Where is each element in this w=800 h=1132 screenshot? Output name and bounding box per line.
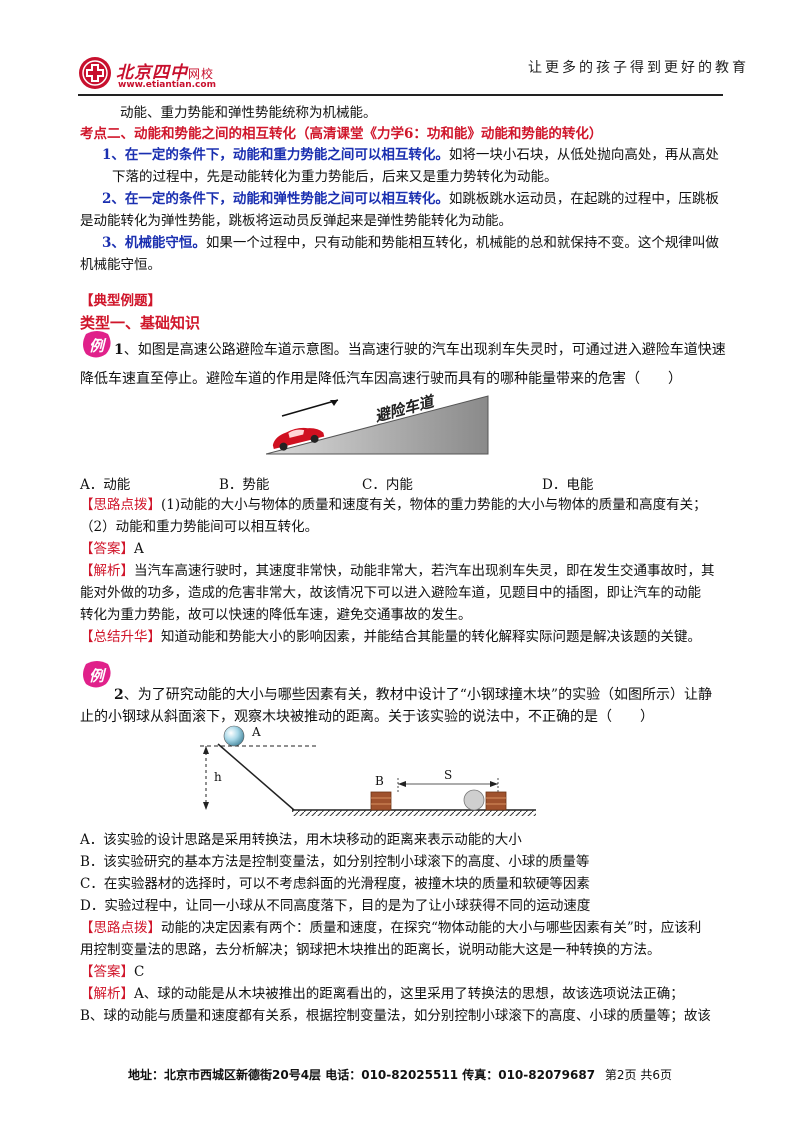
ex1-option-d: D．电能 bbox=[542, 477, 594, 493]
ex2-question-line2: 止的小钢球从斜面滚下，观察木块被推动的距离。关于该实验的说法中，不正确的是（ ） bbox=[80, 709, 654, 725]
ex1-hint-line1: 【思路点拨】(1)动能的大小与物体的质量和速度有关，物体的重力势能的大小与物体的… bbox=[80, 494, 725, 516]
ex1-question-line1: 1、如图是高速公路避险车道示意图。当高速行驶的汽车出现刹车失灵时，可通过进入避险… bbox=[114, 339, 759, 361]
kaodian2-p1-line2: 下落的过程中，先是动能转化为重力势能后，后来又是重力势转化为动能。 bbox=[112, 169, 558, 185]
kaodian2-p2-text: 如跳板跳水运动员，在起跳的过程中，压跳板 bbox=[448, 191, 719, 207]
ex2-answer-tag: 【答案】 bbox=[80, 964, 134, 980]
ex2-option-a: A．该实验的设计思路是采用转换法，用木块移动的距离来表示动能的大小 bbox=[80, 832, 522, 848]
ex1-analysis-text: 当汽车高速行驶时，其速度非常快，动能非常大，若汽车出现刹车失灵，即在发生交通事故… bbox=[134, 563, 715, 579]
kaodian2-p2-line1: 2、在一定的条件下，动能和弹性势能之间可以相互转化。如跳板跳水运动员，在起跳的过… bbox=[102, 188, 747, 210]
section-title: 【典型例题】 bbox=[80, 293, 161, 309]
ex1-q-text: 、如图是高速公路避险车道示意图。当高速行驶的汽车出现刹车失灵时，可通过进入避险车… bbox=[123, 342, 726, 358]
logo-emblem-icon bbox=[78, 56, 112, 90]
ex2-analysis-text: A、球的动能是从木块被推出的距离看出的，这里采用了转换法的思想，故该选项说法正确… bbox=[134, 986, 684, 1002]
footer-address: 地址：北京市西城区新德街20号4层 电话：010-82025511 传真：010… bbox=[128, 1068, 596, 1082]
logo-suffix-text: 网校 bbox=[188, 67, 215, 81]
ex1-hint-tag: 【思路点拨】 bbox=[80, 497, 161, 513]
ex2-hint-tag: 【思路点拨】 bbox=[80, 920, 161, 936]
ex2-fig-label-h: h bbox=[214, 770, 222, 784]
intro-line: 动能、重力势能和弹性势能统称为机械能。 bbox=[120, 105, 377, 121]
kaodian2-p3-head: 3、机械能守恒。 bbox=[102, 235, 206, 251]
example-badge-2: 例 bbox=[80, 660, 114, 690]
ex1-hint-text: (1)动能的大小与物体的质量和速度有关，物体的重力势能的大小与物体的质量和高度有… bbox=[161, 497, 707, 513]
kaodian2-p3-line1: 3、机械能守恒。如果一个过程中，只有动能和势能相互转化，机械能的总和就保持不变。… bbox=[102, 232, 747, 254]
badge-char: 例 bbox=[89, 337, 105, 355]
ex2-analysis-line1: 【解析】A、球的动能是从木块被推出的距离看出的，这里采用了转换法的思想，故该选项… bbox=[80, 983, 725, 1005]
example-badge-1: 例 bbox=[80, 330, 114, 360]
slogan: 让更多的孩子得到更好的教育 bbox=[528, 60, 749, 76]
ex1-option-c: C．内能 bbox=[362, 477, 413, 493]
ex2-option-c: C．在实验器材的选择时，可以不考虑斜面的光滑程度，被撞木块的质量和软硬等因素 bbox=[80, 876, 590, 892]
kaodian2-p1-text: 如将一块小石块，从低处抛向高处，再从高处 bbox=[448, 147, 719, 163]
kaodian2-p3-text: 如果一个过程中，只有动能和势能相互转化，机械能的总和就保持不变。这个规律叫做 bbox=[205, 235, 719, 251]
ex2-hint-text: 动能的决定因素有两个：质量和速度，在探究“物体动能的大小与哪些因素有关”时，应该… bbox=[161, 920, 702, 936]
ex2-q-text: 、为了研究动能的大小与哪些因素有关，教材中设计了“小钢球撞木块”的实验（如图所示… bbox=[123, 687, 713, 703]
ex1-option-a: A．动能 bbox=[80, 477, 131, 493]
kaodian2-p2-head: 2、在一定的条件下，动能和弹性势能之间可以相互转化。 bbox=[102, 191, 449, 207]
ex2-analysis-tag: 【解析】 bbox=[80, 986, 134, 1002]
ex1-answer-tag: 【答案】 bbox=[80, 541, 134, 557]
ex2-fig-label-s: S bbox=[444, 768, 453, 782]
badge-char-2: 例 bbox=[89, 667, 105, 685]
kaodian2-p1-line1: 1、在一定的条件下，动能和重力势能之间可以相互转化。如将一块小石块，从低处抛向高… bbox=[102, 144, 747, 166]
ex2-option-b: B．该实验研究的基本方法是控制变量法，如分别控制小球滚下的高度、小球的质量等 bbox=[80, 854, 590, 870]
ex2-question-line1: 2、为了研究动能的大小与哪些因素有关，教材中设计了“小钢球撞木块”的实验（如图所… bbox=[114, 684, 759, 706]
ex2-hint-line2: 用控制变量法的思路，去分析解决；钢球把木块推出的距离长，说明动能大这是一种转换的… bbox=[80, 942, 661, 958]
logo-brand-text: 北京四中 bbox=[116, 63, 188, 83]
ex1-figure-escape-ramp: 避险车道 bbox=[265, 393, 490, 458]
ex2-fig-label-b: B bbox=[375, 774, 384, 788]
ex1-analysis-line3: 转化为重力势能，故可以快速的降低车速，避免交通事故的发生。 bbox=[80, 607, 472, 623]
footer: 地址：北京市西城区新德街20号4层 电话：010-82025511 传真：010… bbox=[0, 1066, 800, 1083]
logo-brand: 北京四中网校 bbox=[116, 58, 214, 83]
ex1-option-b: B．势能 bbox=[219, 477, 270, 493]
ex1-num: 1 bbox=[114, 342, 124, 358]
ex1-summary-text: 知道动能和势能大小的影响因素，并能结合其能量的转化解释实际问题是解决该题的关键。 bbox=[161, 629, 701, 645]
ex1-question-line2: 降低车速直至停止。避险车道的作用是降低汽车因高速行驶而具有的哪种能量带来的危害（… bbox=[80, 371, 682, 387]
kaodian2-title: 考点二、动能和势能之间的相互转化（高清课堂《力学6：功和能》动能和势能的转化） bbox=[80, 126, 603, 142]
ex2-num: 2 bbox=[114, 687, 124, 703]
ex2-analysis-line2: B、球的动能与质量和速度都有关系，根据控制变量法，如分别控制小球滚下的高度、小球… bbox=[80, 1008, 711, 1024]
logo-url: www.etiantian.com bbox=[118, 80, 216, 90]
ex1-analysis-line1: 【解析】当汽车高速行驶时，其速度非常快，动能非常大，若汽车出现刹车失灵，即在发生… bbox=[80, 560, 725, 582]
ex2-option-d: D．实验过程中，让同一小球从不同高度落下，目的是为了让小球获得不同的运动速度 bbox=[80, 898, 591, 914]
ex2-answer: 【答案】C bbox=[80, 961, 725, 983]
ex1-hint-line2: （2）动能和重力势能间可以相互转化。 bbox=[80, 519, 319, 535]
ex1-analysis-line2: 能对外做的功多，造成的危害非常大，故该情况下可以进入避险车道，见题目中的插图，即… bbox=[80, 585, 701, 601]
ex2-answer-value: C bbox=[134, 964, 145, 980]
footer-page: 第2页 共6页 bbox=[604, 1068, 672, 1082]
ex1-answer-value: A bbox=[134, 541, 144, 557]
kaodian2-p3-line2: 机械能守恒。 bbox=[80, 257, 161, 273]
ex1-analysis-tag: 【解析】 bbox=[80, 563, 134, 579]
kaodian2-p2-line2: 是动能转化为弹性势能，跳板将运动员反弹起来是弹性势能转化为动能。 bbox=[80, 213, 512, 229]
ex1-answer: 【答案】A bbox=[80, 538, 725, 560]
kaodian2-p1-head: 1、在一定的条件下，动能和重力势能之间可以相互转化。 bbox=[102, 147, 449, 163]
ex1-summary: 【总结升华】知道动能和势能大小的影响因素，并能结合其能量的转化解释实际问题是解决… bbox=[80, 626, 725, 648]
ex2-figure-ball-block: A h B S bbox=[196, 722, 542, 822]
header-rule bbox=[78, 94, 723, 96]
ex1-summary-tag: 【总结升华】 bbox=[80, 629, 161, 645]
header: 北京四中网校 www.etiantian.com 让更多的孩子得到更好的教育 bbox=[0, 0, 800, 100]
ex2-fig-label-a: A bbox=[252, 725, 261, 739]
ex2-hint-line1: 【思路点拨】动能的决定因素有两个：质量和速度，在探究“物体动能的大小与哪些因素有… bbox=[80, 917, 725, 939]
type1-title: 类型一、基础知识 bbox=[80, 314, 201, 332]
